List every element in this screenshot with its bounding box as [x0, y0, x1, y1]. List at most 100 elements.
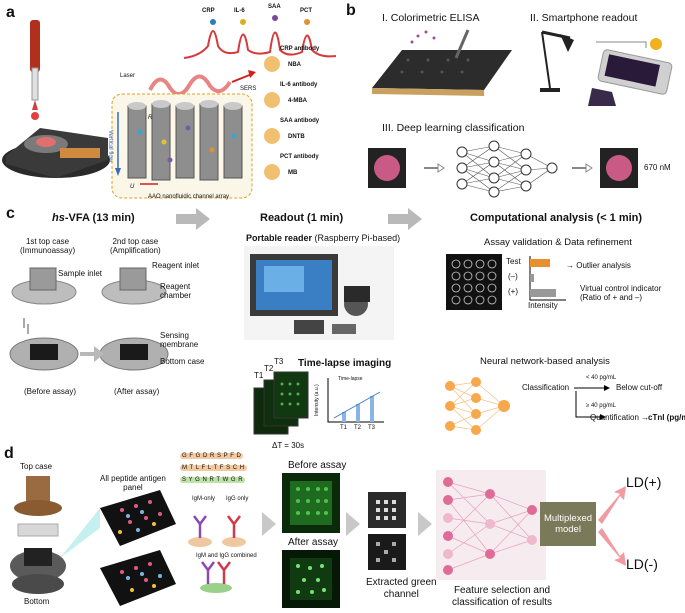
vfa-cartridge-illustration: [9, 267, 169, 371]
plot-title: Time-lapse: [338, 376, 363, 382]
flow-arrow-icon: [388, 208, 422, 230]
peptide-seq-1-text: G F G D R S P F D: [180, 453, 244, 459]
sensing-membrane-grid: [446, 254, 502, 310]
nanoparticle-icon: [264, 56, 280, 72]
panel-b-letter: b: [346, 2, 356, 19]
legend-tag-dntb: DNTB: [288, 134, 305, 140]
bottom-label: Bottom: [24, 597, 50, 606]
stacked-cartridge: [10, 476, 66, 594]
legend-tag-4mba: 4-MBA: [288, 98, 307, 104]
peptide-seq-3-text: S Y G N R T W G R: [180, 477, 246, 483]
top-case-label: Top case: [20, 462, 53, 471]
deep-learning-diagram: [368, 140, 638, 198]
plot-ylabel: Intensity (a.u.): [314, 384, 320, 416]
step3-title: III. Deep learning classification: [382, 122, 525, 134]
igg-only-label: IgG only: [226, 496, 249, 502]
r-label: R: [148, 115, 153, 121]
nanoparticle-icon: [264, 128, 280, 144]
chevron-right-icon: [418, 512, 432, 536]
frame-label-t3: T3: [274, 357, 284, 366]
peptide-seq-1: G F G D R S P F D: [180, 453, 244, 459]
decision-arrows: [574, 385, 610, 420]
virtual-control-note: (Ratio of + and –): [580, 293, 643, 303]
intensity-label: Intensity: [528, 301, 558, 310]
extracted-label-cont: channel: [383, 588, 419, 600]
aao-array-label: AAO nanofluidic channel array: [148, 194, 230, 200]
quantification-text: Quantification: [590, 413, 639, 422]
test-label: Test: [506, 257, 521, 266]
panel-c-letter: c: [6, 205, 15, 222]
positive-label: (+): [508, 287, 518, 296]
portable-reader-note: (Raspberry Pi-based): [314, 233, 401, 243]
vfa-title-prefix: hs: [52, 212, 65, 224]
feature-selection-network: [436, 470, 546, 580]
reagent-chamber-label: Reagent chamber: [160, 282, 192, 300]
legend-item-saa: SAA antibody DNTB: [262, 118, 337, 154]
peak-label-saa: SAA: [268, 4, 281, 10]
nanoparticle-icon: [264, 92, 280, 108]
legend-antibody-il6: IL-6 antibody: [280, 82, 318, 88]
plot-tick-t1: T1: [340, 425, 348, 431]
feature-selection-title: Feature selection and: [453, 585, 551, 596]
peptide-seq-2-text: M T L F L T F S C H: [180, 465, 247, 471]
antibody-binding-illustration: [188, 515, 246, 593]
after-assay-title: After assay: [288, 537, 339, 548]
outlier-analysis-label: → Outlier analysis: [566, 261, 631, 270]
validation-title: Assay validation & Data refinement: [484, 237, 632, 248]
step1-title: I. Colorimetric ELISA: [382, 12, 480, 24]
flow-arrow-icon: [176, 208, 210, 230]
virtual-control-title: Virtual control indicator: [580, 284, 662, 293]
portable-reader-device: [244, 246, 394, 340]
elisa-plate-illustration: [372, 29, 512, 96]
frame-label-t2: T2: [264, 364, 274, 373]
extracted-label-title: Extracted green: [366, 577, 437, 588]
legend-antibody-pct: PCT antibody: [280, 154, 319, 160]
legend-antibody-crp: CRP antibody: [280, 46, 320, 52]
result-concentration: 670 nM: [644, 163, 671, 172]
laser-label: Laser: [120, 73, 136, 79]
laser-beam: [148, 70, 256, 96]
vertical-flow-label: Vertical flow: [107, 130, 113, 163]
readout-title: Readout (1 min): [260, 212, 344, 224]
peptide-seq-2: M T L F L T F S C H: [180, 465, 247, 471]
ctni-label: cTnI (pg/mL): [648, 413, 685, 422]
neural-network-icon: [445, 377, 510, 435]
plot-tick-t2: T2: [354, 425, 362, 431]
outlier-analysis-text: Outlier analysis: [576, 261, 631, 270]
step2-title: II. Smartphone readout: [530, 12, 638, 24]
feature-selection-cont: classification of results: [452, 596, 553, 608]
after-assay-image: [282, 550, 340, 608]
sample-inlet-label: Sample inlet: [58, 269, 103, 278]
first-top-case-purpose: (Immunoassay): [20, 245, 76, 255]
panel-d-letter: d: [4, 445, 14, 462]
timelapse-frames: [253, 371, 309, 435]
computational-title: Computational analysis (< 1 min): [470, 212, 643, 224]
legend-item-pct: PCT antibody MB: [262, 154, 337, 190]
chevron-right-icon: [346, 512, 360, 536]
chevron-right-icon: [262, 512, 276, 536]
antigen-panel-title-cont: panel: [123, 483, 143, 493]
smartphone-readout-illustration: [540, 30, 673, 106]
sers-label: SERS: [240, 86, 257, 92]
igm-only-label: IgM-only: [192, 496, 216, 502]
ge40-label: ≥ 40 pg/mL: [586, 403, 616, 409]
ld-positive-label: LD(+): [626, 474, 662, 490]
model-title: Multiplexed: [543, 512, 593, 524]
peak-label-crp: CRP: [202, 8, 215, 14]
second-top-case-label: 2nd top case(Amplification): [110, 237, 161, 256]
output-arrows: [598, 486, 626, 566]
before-assay-label: (Before assay): [24, 387, 77, 396]
before-assay-image: [282, 473, 340, 533]
after-assay-label: (After assay): [114, 387, 160, 396]
vfa-title-text: -VFA (13 min): [64, 212, 135, 224]
second-top-case-name: 2nd top case: [112, 237, 159, 246]
below-cutoff-label: Below cut-off: [616, 383, 663, 392]
timelapse-plot: [327, 378, 384, 423]
peak-label-il6: IL-6: [234, 8, 245, 14]
legend-antibody-saa: SAA antibody: [280, 118, 320, 124]
u-label: U: [130, 184, 135, 190]
antibody-legend: CRP antibody NBA IL-6 antibody 4-MBA SAA…: [262, 46, 337, 190]
classification-label: Classification: [522, 383, 570, 392]
